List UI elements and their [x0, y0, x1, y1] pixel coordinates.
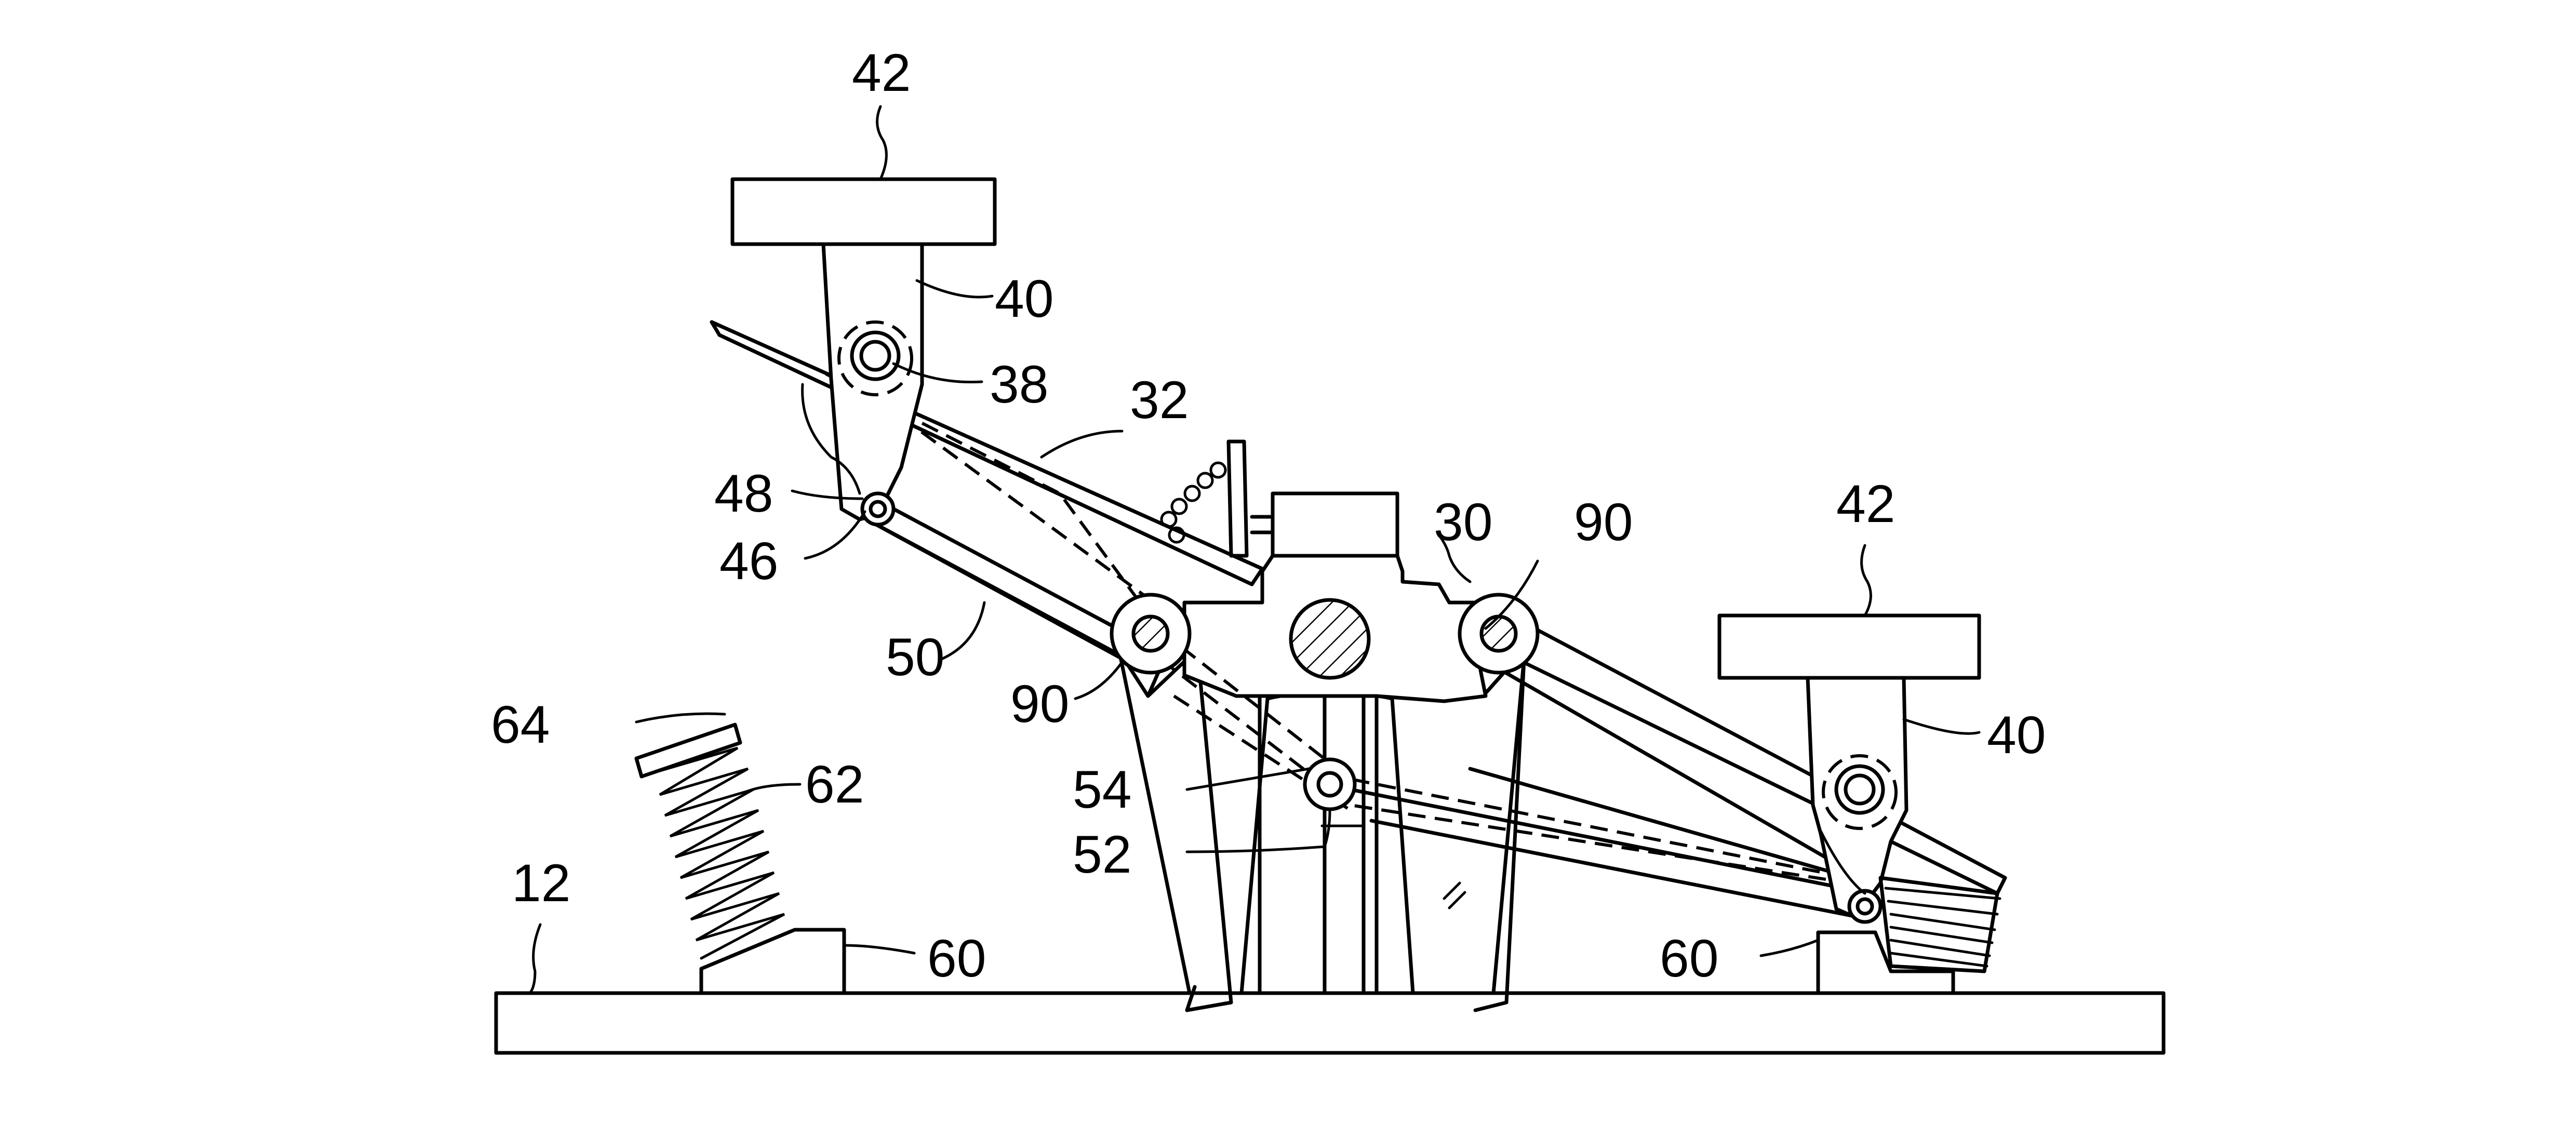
pivot-54-outer	[1303, 757, 1357, 811]
seat-60-left	[699, 928, 846, 995]
base-plate	[494, 991, 2166, 1055]
label-90-left: 90	[1010, 674, 1069, 733]
label-90-right: 90	[1574, 492, 1633, 552]
left-mount-40	[730, 177, 997, 527]
right-mount-40	[1717, 613, 1981, 924]
label-60-left: 60	[927, 929, 986, 988]
label-62: 62	[805, 755, 864, 814]
spring-62	[634, 723, 785, 960]
clip-spring	[1160, 439, 1249, 558]
label-40-left: 40	[995, 269, 1053, 328]
lever-32	[710, 320, 1264, 586]
label-64: 64	[491, 695, 550, 754]
label-54: 54	[1073, 760, 1131, 819]
label-42-right: 42	[1836, 474, 1895, 533]
central-support-frame	[1117, 647, 1527, 1012]
main-shaft-30	[1289, 598, 1371, 680]
right-spring	[1878, 876, 2001, 973]
label-60-right: 60	[1660, 929, 1718, 988]
label-12: 12	[512, 853, 570, 913]
pivot-90-left	[1131, 614, 1170, 653]
label-40-right: 40	[1987, 705, 2046, 765]
label-50: 50	[886, 627, 944, 687]
seat-60-right	[1816, 930, 1955, 995]
label-48: 48	[714, 464, 773, 523]
label-46: 46	[719, 531, 778, 591]
label-30: 30	[1434, 492, 1492, 552]
right-lever	[1463, 600, 2007, 895]
label-52: 52	[1073, 825, 1131, 884]
label-38: 38	[990, 355, 1048, 414]
label-32: 32	[1130, 370, 1189, 430]
right-link	[1349, 787, 1872, 895]
pivot-90-right	[1479, 614, 1518, 653]
pivot-54	[1316, 771, 1343, 798]
label-42-left: 42	[852, 43, 911, 102]
top-block	[1271, 491, 1399, 558]
leader-lines	[528, 105, 1981, 995]
